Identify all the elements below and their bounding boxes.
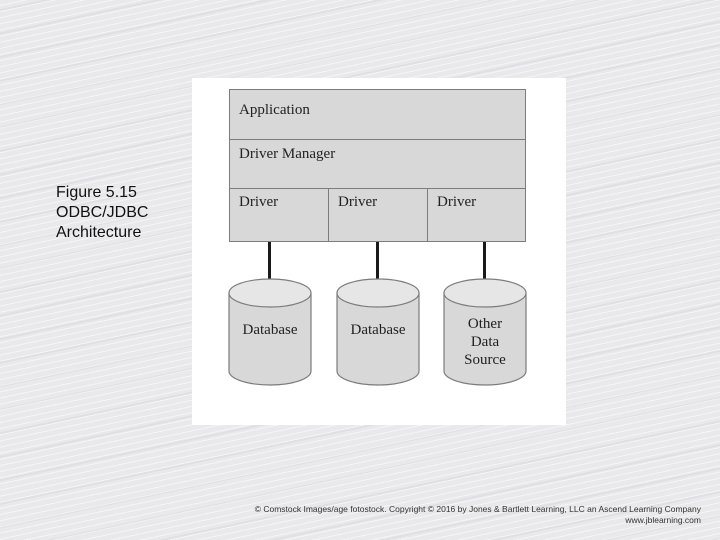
connector-line [376, 242, 379, 286]
application-layer: Application [229, 89, 526, 140]
driver-label: Driver [338, 194, 378, 210]
caption-title-line-1: ODBC/JDBC [56, 204, 149, 221]
database-cylinder: Database [227, 277, 313, 387]
driver-label: Driver [239, 194, 279, 210]
cylinder-shape [443, 278, 527, 386]
driver-box: Driver [427, 188, 526, 242]
other-data-source-cylinder: Other Data Source [442, 277, 528, 387]
driver-label: Driver [437, 194, 477, 210]
database-label: Database [242, 322, 298, 338]
other-data-source-label: Other Data Source [464, 316, 506, 368]
application-label: Application [239, 102, 310, 118]
connector-line [268, 242, 271, 286]
driver-manager-label: Driver Manager [239, 146, 336, 162]
cylinder-shape [336, 278, 420, 386]
driver-row: Driver Driver Driver [229, 188, 526, 242]
caption-title-line-2: Architecture [56, 224, 142, 241]
website-line: www.jblearning.com [625, 515, 701, 525]
database-label: Database [350, 322, 406, 338]
driver-box: Driver [229, 188, 329, 242]
architecture-diagram: Application Driver Manager Driver Driver… [192, 78, 566, 425]
driver-manager-layer: Driver Manager [229, 139, 526, 189]
driver-box: Driver [328, 188, 428, 242]
cylinder-shape [228, 278, 312, 386]
database-cylinder: Database [335, 277, 421, 387]
copyright-line: © Comstock Images/age fotostock. Copyrig… [254, 504, 701, 514]
connector-line [483, 242, 486, 286]
caption-figure-number: Figure 5.15 [56, 184, 137, 201]
figure-caption: Figure 5.15 ODBC/JDBC Architecture [56, 183, 206, 243]
copyright-credits: © Comstock Images/age fotostock. Copyrig… [255, 504, 701, 526]
